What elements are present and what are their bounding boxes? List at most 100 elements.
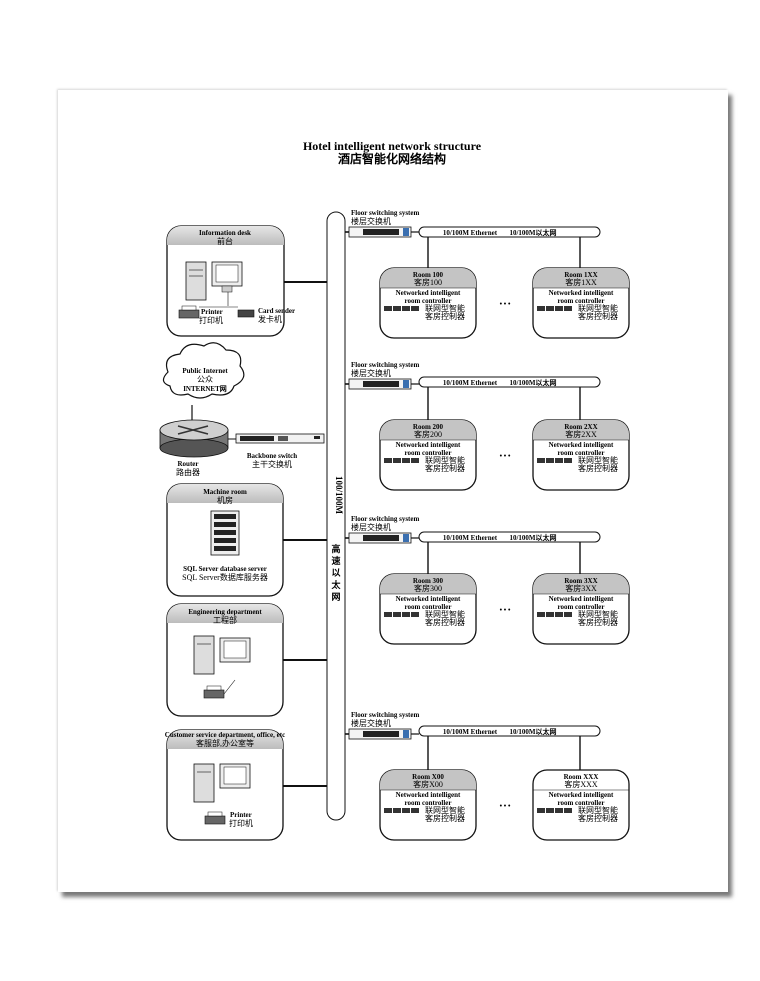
router-label-zh: 路由器	[176, 467, 200, 477]
ethernet-bus	[418, 226, 601, 238]
printer-icon	[203, 685, 225, 699]
customer-service-label-en: Customer service department, office, etc	[165, 731, 285, 739]
controller-label-en1: Networked intelligent	[396, 441, 461, 449]
floor-switch-label-en: Floor switching system	[351, 209, 419, 217]
floor-switch-icon	[348, 532, 412, 544]
controller-device-icon	[537, 458, 572, 463]
backbone-switch-label-en: Backbone switch	[247, 452, 297, 460]
controller-label-zh1: 联网型智能	[578, 303, 618, 313]
floor-switch-label-en: Floor switching system	[351, 361, 419, 369]
backbone-switch-icon	[235, 433, 325, 444]
machine-room-panel: Machine room 机房 SQL Server database serv…	[166, 483, 327, 597]
svg-text:以: 以	[331, 568, 340, 578]
backbone-label-zh: 高 速 以 太 网	[330, 543, 341, 602]
controller-label-en1: Networked intelligent	[549, 289, 614, 297]
controller-device-icon	[384, 808, 419, 813]
printer-label-zh: 打印机	[199, 315, 223, 325]
controller-label-zh2: 客房控制器	[425, 617, 465, 627]
room-label-en: Room XXX	[564, 773, 599, 781]
svg-text:网: 网	[331, 592, 340, 602]
controller-label-zh1: 联网型智能	[425, 455, 465, 465]
ethernet-label-zh: 10/100M以太网	[509, 727, 556, 736]
ethernet-label-en: 10/100M Ethernet	[443, 379, 498, 387]
pc-icon	[185, 261, 243, 301]
server-label-zh: SQL Server数据库服务器	[182, 572, 268, 582]
info-desk-label-zh: 前台	[217, 236, 233, 246]
ellipsis: • • •	[500, 802, 511, 810]
controller-label-en2: room controller	[405, 449, 452, 457]
room-label-zh: 客房XXX	[564, 779, 598, 789]
printer-icon	[204, 811, 226, 825]
ethernet-label-zh: 10/100M以太网	[509, 228, 556, 237]
card-sender-label-en: Card sender	[258, 307, 295, 315]
pc-icon	[193, 763, 251, 803]
controller-label-en2: room controller	[405, 297, 452, 305]
controller-device-icon	[537, 808, 572, 813]
controller-label-zh2: 客房控制器	[578, 463, 618, 473]
controller-label-zh2: 客房控制器	[425, 463, 465, 473]
controller-label-en2: room controller	[405, 799, 452, 807]
controller-label-en1: Networked intelligent	[549, 595, 614, 603]
printer-label-en: Printer	[201, 308, 223, 316]
ethernet-label-zh: 10/100M以太网	[509, 378, 556, 387]
router-label-en: Router	[178, 460, 199, 468]
floor-switch-label-zh: 楼层交换机	[351, 216, 391, 226]
customer-printer-label-zh: 打印机	[229, 818, 253, 828]
controller-label-zh1: 联网型智能	[578, 455, 618, 465]
controller-label-en1: Networked intelligent	[549, 441, 614, 449]
room-label-zh: 客房100	[414, 277, 442, 287]
floor-switch-icon	[348, 378, 412, 390]
server-label-en: SQL Server database server	[183, 565, 267, 573]
info-desk-panel: Information desk 前台 Printer 打印机 Card sen…	[166, 225, 327, 337]
controller-label-en2: room controller	[558, 603, 605, 611]
controller-label-zh1: 联网型智能	[425, 303, 465, 313]
pc-icon	[193, 635, 251, 675]
info-desk-label-en: Information desk	[199, 229, 251, 237]
floor-switch-label-zh: 楼层交换机	[351, 522, 391, 532]
title-zh: 酒店智能化网络结构	[338, 151, 446, 166]
controller-label-zh2: 客房控制器	[425, 813, 465, 823]
controller-label-en1: Networked intelligent	[549, 791, 614, 799]
ethernet-bus	[418, 725, 601, 737]
controller-label-zh1: 联网型智能	[425, 805, 465, 815]
router-icon	[159, 419, 229, 458]
ethernet-label-en: 10/100M Ethernet	[443, 728, 498, 736]
controller-label-en1: Networked intelligent	[396, 595, 461, 603]
ethernet-bus	[418, 531, 601, 543]
room-label-zh: 客房200	[414, 429, 442, 439]
room-label-en: Room 100	[413, 271, 444, 279]
room-label-zh: 客房3XX	[565, 583, 597, 593]
controller-label-en2: room controller	[558, 799, 605, 807]
room-label-zh: 客房1XX	[565, 277, 597, 287]
controller-label-zh1: 联网型智能	[578, 805, 618, 815]
floor-switch-icon	[348, 226, 412, 238]
ethernet-label-en: 10/100M Ethernet	[443, 534, 498, 542]
backbone-switch-label-zh: 主干交换机	[252, 459, 292, 469]
engineering-label-zh: 工程部	[213, 615, 237, 625]
card-sender-label-zh: 发卡机	[258, 314, 282, 324]
ellipsis: • • •	[500, 606, 511, 614]
controller-device-icon	[384, 458, 419, 463]
customer-service-panel: Customer service department, office, etc…	[165, 729, 327, 841]
engineering-panel: Engineering department 工程部	[166, 603, 327, 717]
controller-label-en2: room controller	[405, 603, 452, 611]
room-label-en: Room 300	[413, 577, 444, 585]
ethernet-label-zh: 10/100M以太网	[509, 533, 556, 542]
backbone-label-digits: 100/100M	[334, 476, 344, 515]
svg-text:速: 速	[331, 555, 340, 566]
floor-switch-label-zh: 楼层交换机	[351, 368, 391, 378]
customer-printer-label-en: Printer	[230, 811, 252, 819]
ethernet-bus	[418, 376, 601, 388]
floor-switch-label-zh: 楼层交换机	[351, 718, 391, 728]
controller-label-zh2: 客房控制器	[578, 617, 618, 627]
